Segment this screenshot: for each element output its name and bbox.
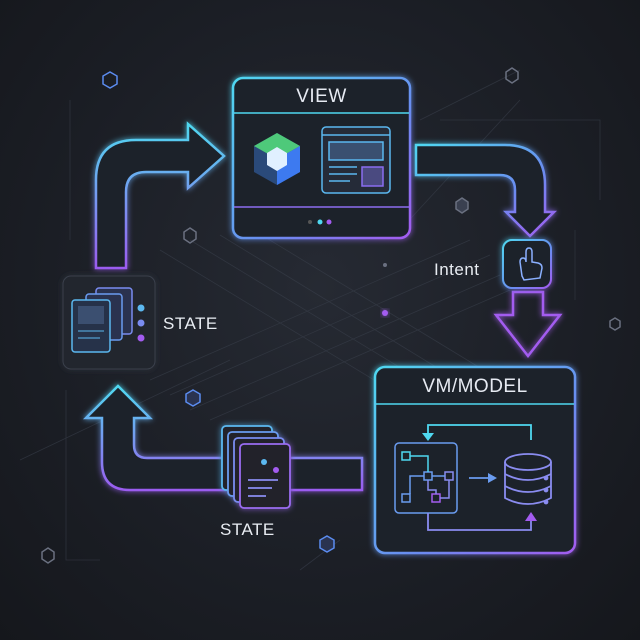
intent-label: Intent bbox=[434, 260, 480, 279]
state-top-icon bbox=[62, 275, 156, 370]
jetpack-compose-logo-icon bbox=[254, 133, 300, 185]
arrow-intent-to-model bbox=[493, 290, 563, 359]
arrow-view-to-intent bbox=[414, 143, 558, 238]
view-title: VIEW bbox=[296, 86, 347, 107]
pager-dots bbox=[308, 219, 332, 225]
glow-dot bbox=[382, 310, 388, 316]
background-grid bbox=[19, 69, 601, 571]
browser-window-icon bbox=[321, 126, 391, 194]
arrow-state-to-view bbox=[94, 121, 226, 270]
state-documents-icon bbox=[221, 425, 291, 509]
touch-gesture-icon bbox=[502, 239, 552, 289]
flowchart-icon bbox=[394, 442, 458, 514]
database-icon bbox=[504, 453, 552, 505]
state-top-label: STATE bbox=[163, 314, 218, 333]
decorative-hexagons bbox=[41, 67, 621, 564]
model-title: VM/MODEL bbox=[422, 376, 528, 397]
model-box bbox=[373, 365, 577, 555]
model-flow-arrows bbox=[422, 424, 537, 531]
state-bottom-label: STATE bbox=[220, 520, 275, 539]
arrow-model-to-state bbox=[82, 384, 364, 492]
